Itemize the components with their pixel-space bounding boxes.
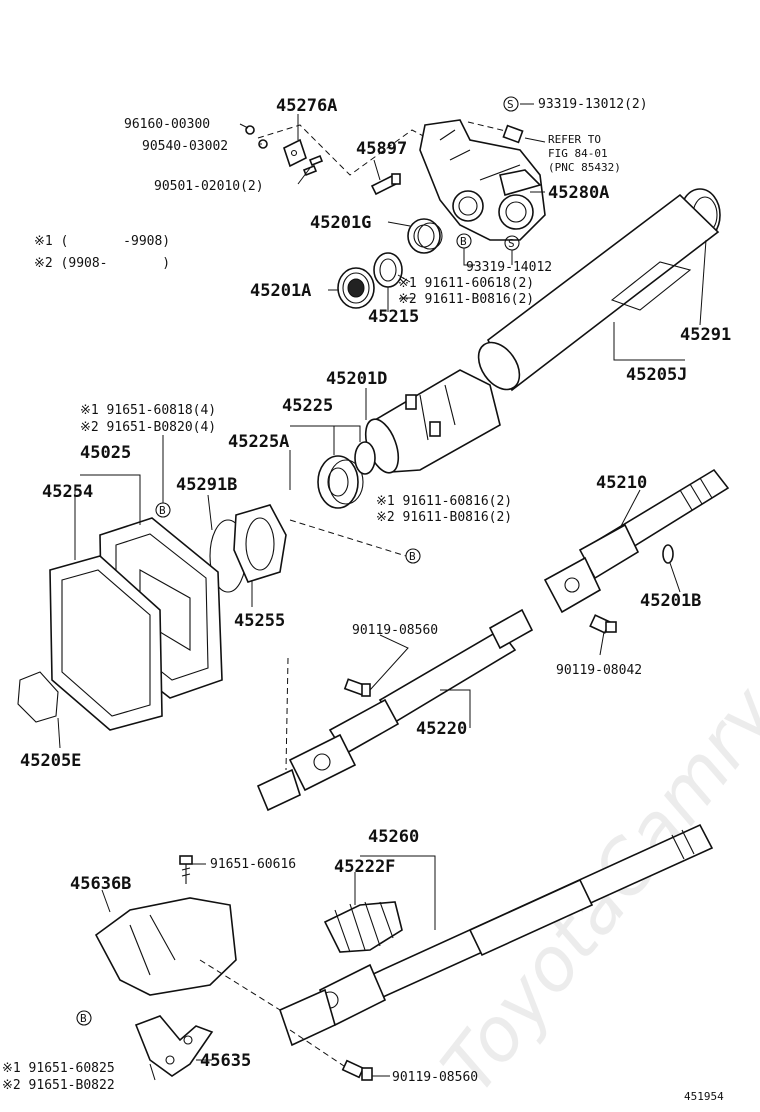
- switch-connector: [502, 124, 524, 144]
- label-45291: 45291: [680, 325, 731, 345]
- label-45255: 45255: [234, 611, 285, 631]
- label-45220: 45220: [416, 719, 467, 739]
- svg-text:B: B: [460, 235, 467, 248]
- bolt-90119-08560-bottom: [341, 1059, 373, 1081]
- cover-45636B: [94, 897, 237, 996]
- symbol-b-left: B: [155, 502, 171, 518]
- bearing-45201A: [337, 267, 375, 309]
- symbol-b-bottom: B: [76, 1010, 92, 1026]
- label-45215: 45215: [368, 307, 419, 327]
- ring-45201G: [407, 218, 443, 254]
- dashed-guide-bolt: [289, 1029, 351, 1071]
- symbol-s-mid: S: [504, 235, 520, 251]
- label-45280A: 45280A: [548, 183, 609, 203]
- symbol-b-center: B: [405, 548, 421, 564]
- dashed-guide-refer: [467, 121, 511, 133]
- label-91611-B0816-mid: ※2 91611-B0816(2): [376, 510, 512, 525]
- label-91651-B0820: ※2 91651-B0820(4): [80, 420, 216, 435]
- label-45205J: 45205J: [626, 365, 687, 385]
- dashed-guide-center: [289, 519, 407, 557]
- svg-text:B: B: [159, 504, 166, 517]
- ring-45215: [373, 252, 403, 288]
- label-45254: 45254: [42, 482, 93, 502]
- label-45205E: 45205E: [20, 751, 81, 771]
- bracket-45635: [134, 1015, 214, 1077]
- gasket-45205E: [17, 671, 59, 723]
- label-45276A: 45276A: [276, 96, 337, 116]
- label-91611-B0816-top: ※2 91611-B0816(2): [398, 292, 534, 307]
- seal-45225: [317, 455, 364, 509]
- label-91651-B0822: ※2 91651-B0822: [2, 1078, 115, 1093]
- label-45225: 45225: [282, 396, 333, 416]
- symbol-b-top: B: [456, 233, 472, 249]
- dashed-guide-top: [257, 124, 441, 176]
- footnote-1: ※1 ( -9908): [34, 234, 170, 249]
- plate-45255: [233, 504, 287, 583]
- ring-45225A: [354, 441, 376, 475]
- bolt-90119-08560-mid: [343, 678, 371, 697]
- label-45291B: 45291B: [176, 475, 237, 495]
- label-93319-13012: 93319-13012(2): [538, 97, 648, 112]
- bolt-90119-08042: [589, 614, 617, 634]
- boot-45222F: [323, 901, 403, 953]
- screw-90540: [258, 139, 268, 149]
- symbol-s-top: S: [503, 96, 519, 112]
- shaft-45210: [543, 468, 730, 614]
- label-45201B: 45201B: [640, 591, 701, 611]
- label-91651-60818: ※1 91651-60818(4): [80, 403, 216, 418]
- label-93319-14012: 93319-14012: [466, 260, 552, 275]
- label-45897: 45897: [356, 139, 407, 159]
- label-90119-08042: 90119-08042: [556, 663, 642, 678]
- tube-45205J: [477, 193, 720, 392]
- svg-text:B: B: [80, 1012, 87, 1025]
- label-91651-60616: 91651-60616: [210, 857, 296, 872]
- label-45210: 45210: [596, 473, 647, 493]
- label-96160-00300: 96160-00300: [124, 117, 210, 132]
- label-refer-line1: REFER TO: [548, 133, 601, 146]
- shaft-45220: [256, 608, 534, 812]
- label-refer-line2: FIG 84-01: [548, 147, 608, 160]
- housing-45280A: [419, 119, 546, 241]
- footnote-2: ※2 (9908- ): [34, 256, 170, 271]
- label-91651-60825: ※1 91651-60825: [2, 1061, 115, 1076]
- label-45201G: 45201G: [310, 213, 371, 233]
- frame-45254: [49, 555, 163, 731]
- dashed-guide-left: [285, 657, 289, 771]
- label-90501-02010: 90501-02010(2): [154, 179, 264, 194]
- label-90119-08560-bottom: 90119-08560: [392, 1070, 478, 1085]
- shaft-45260: [279, 823, 714, 1047]
- bolt-45897: [370, 173, 401, 196]
- label-45225A: 45225A: [228, 432, 289, 452]
- label-90119-08560-mid: 90119-08560: [352, 623, 438, 638]
- label-90540-03002: 90540-03002: [142, 139, 228, 154]
- svg-text:S: S: [507, 98, 514, 111]
- figure-id: 451954: [684, 1090, 724, 1103]
- label-45201D: 45201D: [326, 369, 387, 389]
- label-45636B: 45636B: [70, 874, 131, 894]
- clip-45201B: [662, 544, 674, 564]
- label-refer-line3: (PNC 85432): [548, 161, 621, 174]
- label-45260: 45260: [368, 827, 419, 847]
- label-45222F: 45222F: [334, 857, 395, 877]
- label-91611-60618: ※1 91611-60618(2): [398, 276, 534, 291]
- label-45025: 45025: [80, 443, 131, 463]
- label-45201A: 45201A: [250, 281, 311, 301]
- bolt-91651-60616: [179, 855, 193, 884]
- svg-text:B: B: [409, 550, 416, 563]
- label-91611-60816: ※1 91611-60816(2): [376, 494, 512, 509]
- dashed-guide-bottom: [199, 959, 281, 1011]
- svg-text:S: S: [508, 237, 515, 250]
- bracket-45276A: [283, 138, 307, 168]
- label-45635: 45635: [200, 1051, 251, 1071]
- leader-lines: [57, 103, 707, 1081]
